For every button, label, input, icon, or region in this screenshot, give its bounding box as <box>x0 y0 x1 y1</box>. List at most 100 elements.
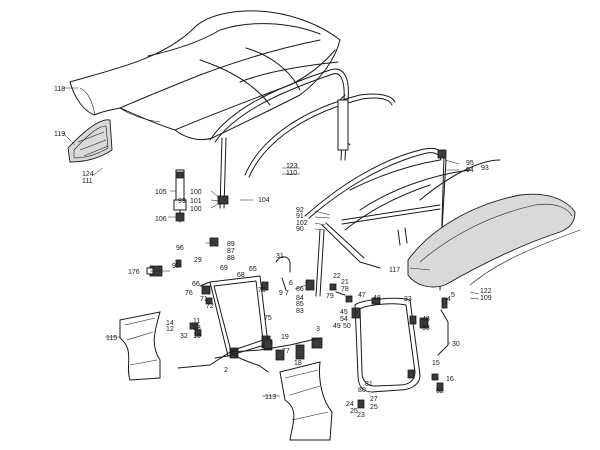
part-label: 111 <box>82 178 93 185</box>
part-label: 23 <box>357 412 365 419</box>
part-label: 115 <box>106 335 117 342</box>
part-label: 113 <box>265 394 276 401</box>
part-label: 102 <box>296 220 308 227</box>
part-label: 10 <box>193 333 201 340</box>
part-label: 50 <box>343 323 351 330</box>
part-label: 99 <box>178 198 186 205</box>
part-label: 53 <box>422 325 430 332</box>
part-label: 75 <box>264 315 272 322</box>
frame-bows <box>209 61 396 209</box>
part-label: 25 <box>370 404 378 411</box>
part-label: 93 <box>481 165 489 172</box>
part-label: 69 <box>220 265 228 272</box>
part-label: 89 <box>227 241 235 248</box>
part-label: 1 <box>269 339 273 346</box>
part-label: 87 <box>227 248 235 255</box>
left-side-frame <box>199 275 273 359</box>
part-label: 84 <box>296 295 304 302</box>
part-label: 66 <box>192 281 200 288</box>
part-label: 124 <box>82 171 94 178</box>
gas-strut <box>173 169 229 223</box>
trim-panel-right <box>279 361 333 441</box>
part-label: 32 <box>180 333 188 340</box>
part-label: 91 <box>296 213 304 220</box>
part-label: 18 <box>294 360 302 367</box>
part-label: 25 <box>350 408 358 415</box>
part-label: 47 <box>358 292 366 299</box>
part-label: 119 <box>54 131 65 138</box>
part-number-labels: 118 119 124 111 123 110 95 94 93 105 100… <box>54 86 492 419</box>
part-label: 48 <box>373 295 381 302</box>
part-label: 88 <box>227 255 235 262</box>
part-label: 104 <box>258 197 270 204</box>
part-label: 85 <box>296 301 304 308</box>
part-label: 31 <box>276 253 284 260</box>
part-label: 92 <box>296 207 304 214</box>
part-label: 12 <box>166 326 174 333</box>
rear-frame <box>304 147 501 297</box>
part-label: 65 <box>249 266 257 273</box>
part-label: 86 <box>296 286 304 293</box>
part-label: 29 <box>194 257 202 264</box>
part-label: 13 <box>193 325 201 332</box>
part-label: 94 <box>466 167 474 174</box>
part-label: 21 <box>341 279 349 286</box>
part-label: 109 <box>480 295 492 302</box>
part-label: 15 <box>432 360 440 367</box>
part-label: 70 <box>258 287 266 294</box>
part-label: 100 <box>190 206 202 213</box>
part-label: 24 <box>346 401 354 408</box>
part-label: 123 <box>286 163 298 170</box>
part-label: 71 <box>200 296 208 303</box>
part-label: 68 <box>237 272 245 279</box>
part-label: 97 <box>172 263 180 270</box>
part-label: 45 <box>340 309 348 316</box>
rear-window <box>67 119 113 163</box>
part-label: 76 <box>185 290 193 297</box>
leader-lines <box>62 87 480 397</box>
part-label: 62 <box>436 388 444 395</box>
part-label: 81 <box>365 381 373 388</box>
part-label: 22 <box>333 273 341 280</box>
part-label: 72 <box>206 303 214 310</box>
part-label: 100 <box>190 189 202 196</box>
part-label: 78 <box>341 286 349 293</box>
part-label: 19 <box>281 334 289 341</box>
part-label: 9 <box>279 290 283 297</box>
part-label: 117 <box>389 267 400 274</box>
part-label: 2 <box>224 367 228 374</box>
right-side-frame <box>354 297 421 393</box>
part-label: 5 <box>451 292 455 299</box>
part-label: 11 <box>193 318 200 325</box>
cable <box>177 337 321 373</box>
part-label: 110 <box>286 170 297 177</box>
part-label: 16 <box>446 376 454 383</box>
part-label: 14 <box>166 320 174 327</box>
part-label: 90 <box>296 226 304 233</box>
part-label: 101 <box>190 198 202 205</box>
part-label: 6 <box>289 280 293 287</box>
part-label: 54 <box>340 316 348 323</box>
part-label: 96 <box>176 245 184 252</box>
part-label: 79 <box>326 293 334 300</box>
rear-cover-panel <box>407 193 581 288</box>
trim-panel-left <box>119 311 161 381</box>
part-label: 30 <box>452 341 460 348</box>
part-label: 33 <box>404 296 412 303</box>
part-label: 27 <box>370 396 378 403</box>
part-label: 49 <box>333 323 341 330</box>
part-label: 105 <box>155 189 167 196</box>
part-label: 176 <box>128 269 140 276</box>
part-label: 106 <box>155 216 167 223</box>
part-label: 83 <box>296 308 304 315</box>
part-label: 3 <box>316 326 320 333</box>
part-label: 7 <box>285 290 289 297</box>
part-label: 118 <box>54 86 65 93</box>
part-label: 4 <box>447 296 451 303</box>
soft-top-cover <box>69 10 341 141</box>
part-label: 77 <box>282 348 290 355</box>
part-label: 80 <box>358 387 366 394</box>
part-label: 48 <box>422 316 430 323</box>
